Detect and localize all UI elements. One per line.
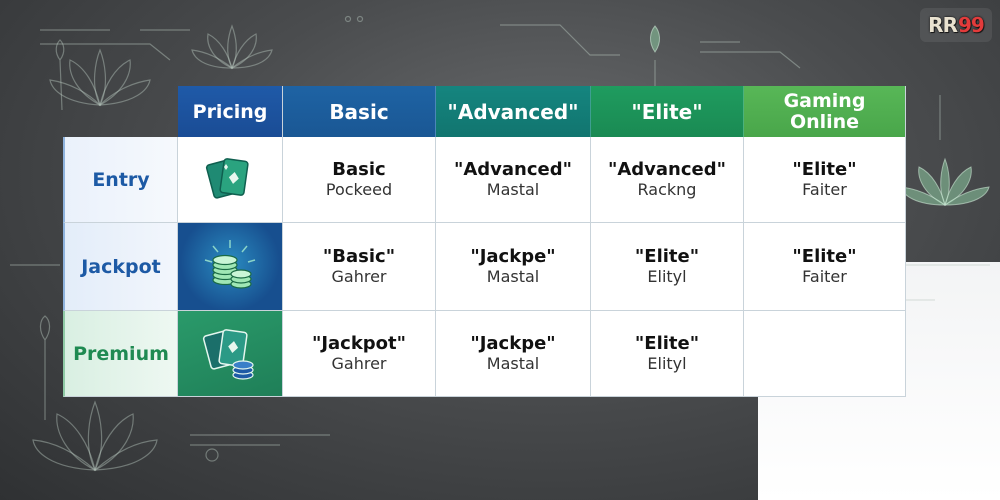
pricing-table: Pricing Basic "Advanced" "Elite" Gaming …: [63, 86, 906, 397]
cell-title: Basic: [332, 159, 386, 180]
table-cell: "Advanced"Rackng: [591, 137, 744, 223]
table-cell: "Elite"Elityl: [591, 223, 744, 311]
table-cell: "Jackpot"Gahrer: [283, 311, 436, 397]
row-label-entry: Entry: [63, 137, 178, 223]
cell-subtitle: Rackng: [637, 180, 697, 199]
table-cell-empty: [744, 311, 906, 397]
cell-title: "Elite": [792, 246, 857, 267]
header-elite: "Elite": [591, 86, 744, 137]
row-icon-entry: [178, 137, 283, 223]
cell-subtitle: Faiter: [802, 180, 847, 199]
lotus-outline-icon: [32, 400, 158, 472]
header-gaming-online: Gaming Online: [744, 86, 906, 137]
table-cell: "Elite"Faiter: [744, 137, 906, 223]
table-cell: "Elite"Elityl: [591, 311, 744, 397]
cell-subtitle: Faiter: [802, 267, 847, 286]
table-corner: [63, 86, 178, 137]
cell-title: "Basic": [322, 246, 396, 267]
header-gaming-online-label: Gaming Online: [783, 89, 866, 133]
table-cell: "Elite"Faiter: [744, 223, 906, 311]
row-label-jackpot: Jackpot: [63, 223, 178, 311]
cell-subtitle: Mastal: [486, 354, 540, 373]
logo-prefix: RR: [928, 13, 958, 37]
cell-title: "Advanced": [607, 159, 727, 180]
cell-subtitle: Mastal: [486, 180, 540, 199]
cell-subtitle: Gahrer: [331, 354, 387, 373]
header-advanced: "Advanced": [436, 86, 591, 137]
header-basic: Basic: [283, 86, 436, 137]
lotus-outline-icon: [191, 24, 273, 70]
table-cell: "Jackpe"Mastal: [436, 223, 591, 311]
header-pricing: Pricing: [178, 86, 283, 137]
table-cell: "Basic"Gahrer: [283, 223, 436, 311]
cards-and-chips-icon: [202, 328, 254, 380]
row-icon-jackpot: [178, 223, 283, 311]
cell-title: "Elite": [634, 246, 700, 267]
cell-subtitle: Elityl: [647, 267, 687, 286]
cell-title: "Jackpe": [470, 246, 556, 267]
cell-title: "Elite": [634, 333, 700, 354]
cell-subtitle: Elityl: [647, 354, 687, 373]
table-cell: "Advanced"Mastal: [436, 137, 591, 223]
row-label-premium: Premium: [63, 311, 178, 397]
playing-cards-icon: [205, 157, 249, 199]
cell-title: "Advanced": [453, 159, 573, 180]
cell-title: "Jackpe": [470, 333, 556, 354]
logo-suffix: 99: [957, 13, 985, 37]
coin-stack-icon: [204, 239, 256, 289]
cell-subtitle: Pockeed: [325, 180, 393, 199]
cell-title: "Elite": [792, 159, 857, 180]
cell-subtitle: Gahrer: [331, 267, 387, 286]
table-cell: "Jackpe"Mastal: [436, 311, 591, 397]
row-icon-premium: [178, 311, 283, 397]
cell-subtitle: Mastal: [486, 267, 540, 286]
cell-title: "Jackpot": [311, 333, 407, 354]
